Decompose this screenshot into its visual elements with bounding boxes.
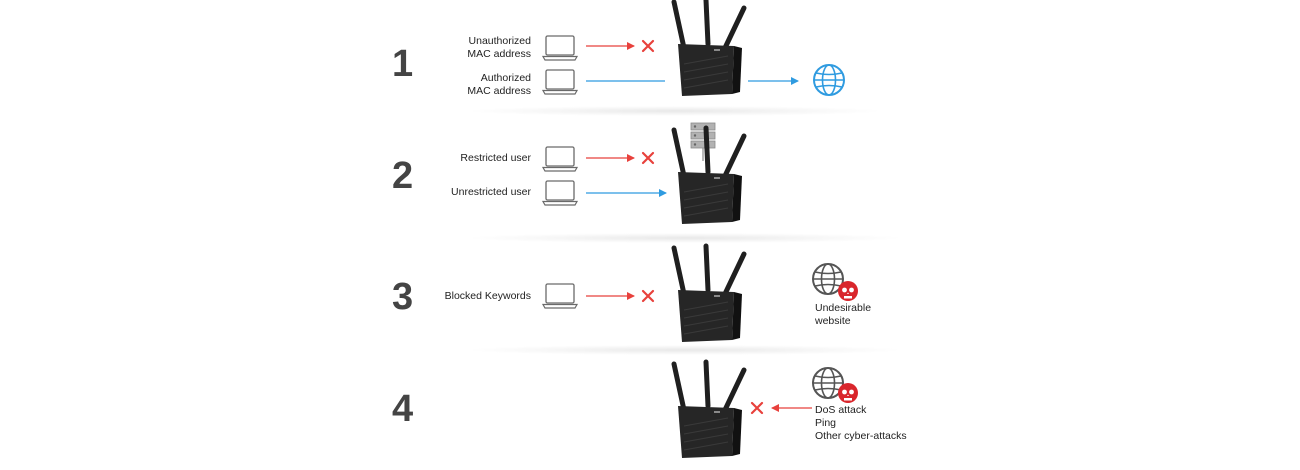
- globe-icon: [813, 64, 845, 96]
- step-number-4: 4: [392, 388, 414, 430]
- label-unrestricted-user: Unrestricted user: [451, 186, 531, 198]
- router-icon: [674, 0, 744, 96]
- step-number-2: 2: [392, 155, 414, 197]
- x-mark-icon: [641, 151, 655, 165]
- x-mark-icon: [641, 289, 655, 303]
- label-undesirable-website: Undesirable website: [815, 302, 872, 328]
- x-mark-icon: [641, 39, 655, 53]
- label-authorized-mac: Authorized MAC address: [467, 72, 531, 98]
- label-unauthorized-mac: Unauthorized MAC address: [467, 35, 531, 61]
- label-blocked-keywords: Blocked Keywords: [444, 290, 531, 302]
- laptop-icon: [542, 180, 578, 206]
- label-other-attacks: Other cyber-attacks: [815, 430, 907, 443]
- label-restricted-user: Restricted user: [460, 152, 531, 164]
- laptop-icon: [542, 69, 578, 95]
- router-icon: [674, 362, 744, 458]
- router-icon: [674, 246, 744, 342]
- label-dos-attack: DoS attack: [815, 404, 867, 416]
- skull-icon: [838, 383, 858, 403]
- router-icon: [674, 128, 744, 224]
- label-ping: Ping: [815, 417, 837, 430]
- label-attack-list: DoS attack Ping Other cyber-attacks: [815, 404, 907, 443]
- laptop-icon: [542, 283, 578, 309]
- section-divider: [470, 106, 880, 116]
- x-mark-icon: [750, 401, 764, 415]
- step-number-3: 3: [392, 276, 414, 318]
- laptop-icon: [542, 35, 578, 61]
- section-divider: [470, 345, 900, 355]
- laptop-icon: [542, 146, 578, 172]
- skull-icon: [838, 281, 858, 301]
- server-stack-icon: [690, 122, 716, 161]
- section-divider: [470, 233, 900, 243]
- step-number-1: 1: [392, 43, 414, 85]
